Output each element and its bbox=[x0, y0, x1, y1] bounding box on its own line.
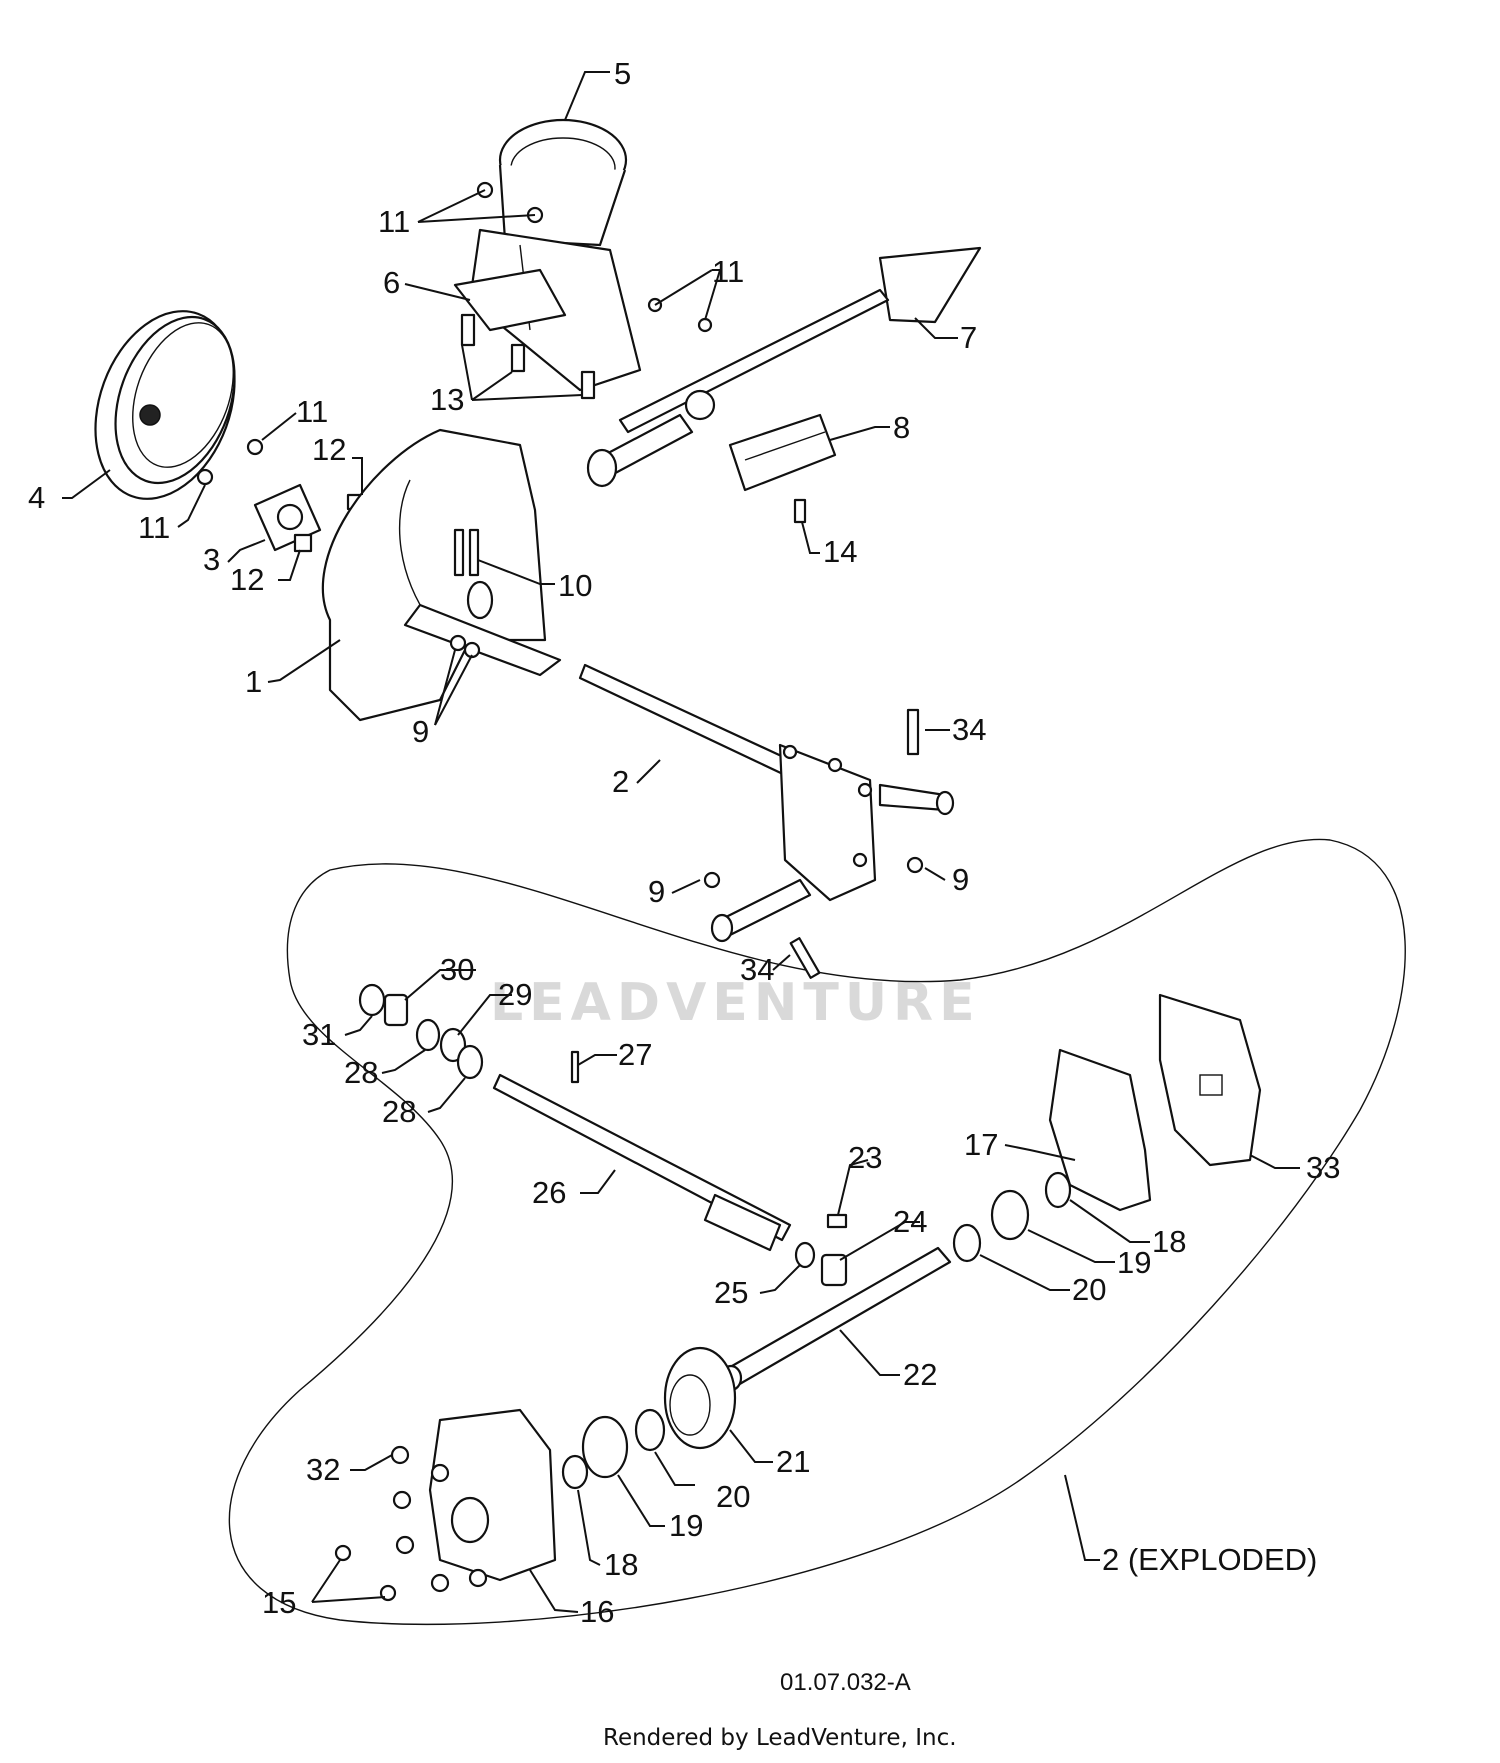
part-9-nut bbox=[449, 634, 467, 652]
part-33-housing-half bbox=[1158, 993, 1262, 1167]
part-28-washer bbox=[415, 1018, 441, 1052]
part-10-bolt bbox=[468, 528, 480, 577]
part-9-nut bbox=[463, 641, 481, 659]
part-30-bushing bbox=[383, 993, 409, 1027]
part-10-bolt bbox=[453, 528, 465, 577]
credit-text: Rendered by LeadVenture, Inc. bbox=[603, 1725, 957, 1751]
label-34: 34 bbox=[740, 952, 774, 987]
part-11-nut bbox=[196, 468, 214, 486]
part-20-washer bbox=[952, 1223, 982, 1263]
label-10: 10 bbox=[558, 568, 592, 603]
label-19: 19 bbox=[1117, 1245, 1151, 1280]
leader-lines bbox=[62, 71, 1300, 1613]
label-4: 4 bbox=[28, 480, 45, 515]
part-20-washer bbox=[634, 1408, 666, 1452]
part-4-pulley bbox=[94, 310, 236, 500]
part-9-nut bbox=[703, 871, 721, 889]
label-2: 2 bbox=[612, 764, 629, 799]
label-22: 22 bbox=[903, 1357, 937, 1392]
label-11: 11 bbox=[296, 394, 328, 429]
label-23: 23 bbox=[848, 1140, 882, 1175]
part-2-gearbox-assembly bbox=[578, 663, 955, 943]
part-34-bolt bbox=[906, 708, 920, 756]
part-21-gear bbox=[663, 1346, 737, 1450]
label-2-exploded: 2 (EXPLODED) bbox=[1102, 1542, 1317, 1577]
part-14-screw bbox=[793, 498, 807, 524]
part-19-bushing bbox=[581, 1415, 629, 1479]
label-18: 18 bbox=[1152, 1224, 1186, 1259]
part-19-bushing bbox=[990, 1189, 1030, 1241]
part-27-pin bbox=[570, 1050, 580, 1084]
part-5-discharge-chute bbox=[468, 118, 642, 392]
label-20: 20 bbox=[716, 1479, 750, 1514]
label-11: 11 bbox=[712, 254, 744, 289]
part-8-guide-bracket bbox=[728, 413, 837, 492]
part-28-washer bbox=[456, 1044, 484, 1080]
watermark-text: LEADVENTURE bbox=[490, 973, 981, 1033]
label-24: 24 bbox=[893, 1204, 927, 1239]
label-21: 21 bbox=[776, 1444, 810, 1479]
label-7: 7 bbox=[960, 320, 977, 355]
part-31-washer bbox=[358, 983, 386, 1017]
label-19: 19 bbox=[669, 1508, 703, 1543]
label-11: 11 bbox=[378, 204, 410, 239]
label-30: 30 bbox=[440, 952, 474, 987]
part-15-plugs bbox=[334, 1544, 397, 1602]
label-29: 29 bbox=[498, 977, 532, 1012]
label-28: 28 bbox=[344, 1055, 378, 1090]
label-18: 18 bbox=[604, 1547, 638, 1582]
label-28: 28 bbox=[382, 1094, 416, 1129]
part-11-nut bbox=[697, 317, 713, 333]
part-26-worm-shaft bbox=[492, 1073, 792, 1252]
label-32: 32 bbox=[306, 1452, 340, 1487]
part-9-nut bbox=[906, 856, 924, 874]
label-13: 13 bbox=[430, 382, 464, 417]
label-11: 11 bbox=[138, 510, 170, 545]
part-3-bearing-flange bbox=[253, 483, 322, 552]
part-6-chute-plate bbox=[453, 268, 567, 332]
label-25: 25 bbox=[714, 1275, 748, 1310]
part-1-auger-housing bbox=[321, 428, 562, 722]
part-24-bushing bbox=[820, 1253, 848, 1287]
label-34: 34 bbox=[952, 712, 986, 747]
part-17-gasket bbox=[1048, 1048, 1152, 1212]
label-12: 12 bbox=[312, 432, 346, 467]
label-14: 14 bbox=[823, 534, 857, 569]
label-6: 6 bbox=[383, 265, 400, 300]
label-8: 8 bbox=[893, 410, 910, 445]
label-26: 26 bbox=[532, 1175, 566, 1210]
label-12: 12 bbox=[230, 562, 264, 597]
label-17: 17 bbox=[964, 1127, 998, 1162]
label-31: 31 bbox=[302, 1017, 336, 1052]
part-18-seal bbox=[561, 1454, 589, 1490]
label-16: 16 bbox=[580, 1594, 614, 1629]
label-15: 15 bbox=[262, 1585, 296, 1620]
exploded-view-outline bbox=[228, 838, 1406, 1626]
part-23-key bbox=[826, 1213, 848, 1229]
part-16-housing-half bbox=[428, 1408, 557, 1582]
part-18-seal bbox=[1044, 1171, 1072, 1209]
part-11-nut bbox=[246, 438, 264, 456]
label-3: 3 bbox=[203, 542, 220, 577]
label-1: 1 bbox=[245, 664, 262, 699]
diagram-code: 01.07.032-A bbox=[780, 1669, 911, 1696]
part-13-carriage-bolts bbox=[460, 313, 596, 400]
label-5: 5 bbox=[614, 56, 631, 91]
label-9: 9 bbox=[648, 874, 665, 909]
label-33: 33 bbox=[1306, 1150, 1340, 1185]
part-32-bolts bbox=[390, 1445, 488, 1593]
label-27: 27 bbox=[618, 1037, 652, 1072]
label-9: 9 bbox=[952, 862, 969, 897]
part-25-washer bbox=[794, 1241, 816, 1269]
label-20: 20 bbox=[1072, 1272, 1106, 1307]
part-34-bolt bbox=[789, 937, 821, 979]
part-7-crank-rod bbox=[586, 246, 982, 488]
part-12-bolt bbox=[293, 533, 313, 553]
label-9: 9 bbox=[412, 714, 429, 749]
